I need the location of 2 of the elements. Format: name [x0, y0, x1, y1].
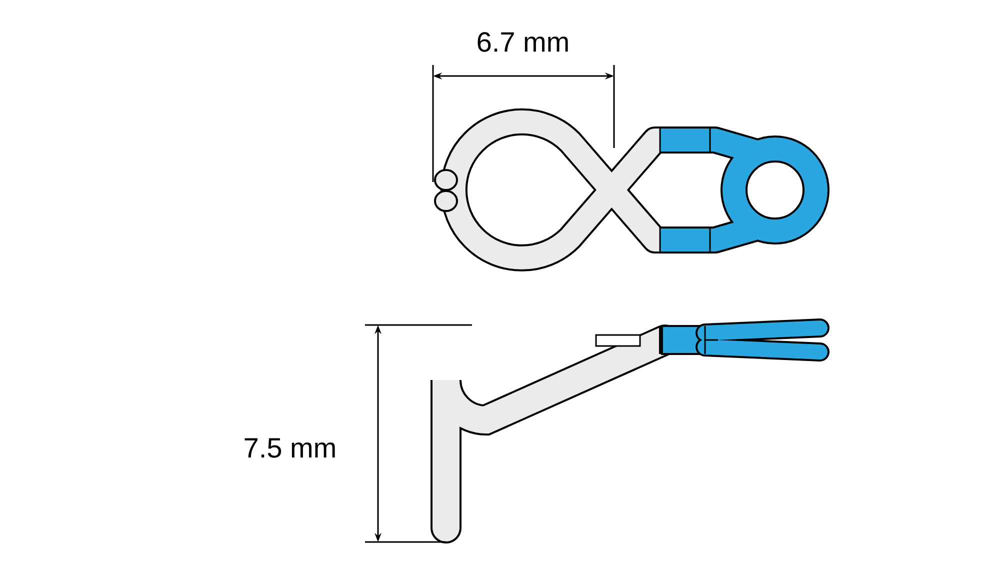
dimension-label: 7.5 mm — [244, 438, 335, 458]
dimension-label: 6.7 mm — [478, 32, 568, 52]
